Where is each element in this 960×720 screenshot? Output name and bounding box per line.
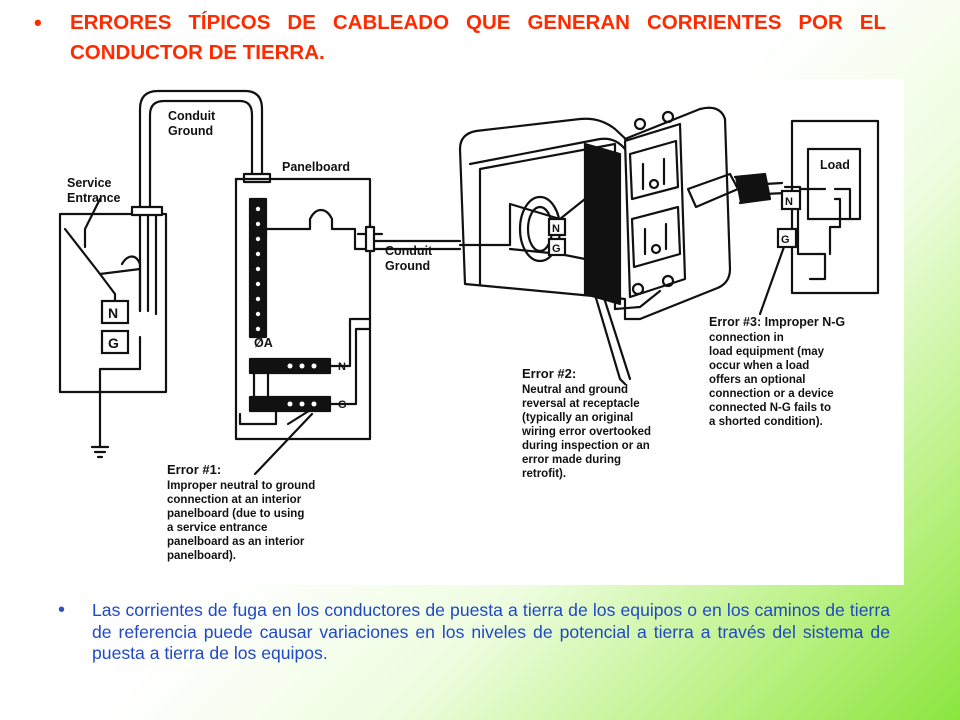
slide-title: ERRORES TÍPICOS DE CABLEADO QUE GENERAN …: [70, 11, 886, 64]
load-box: [806, 147, 862, 221]
label-conduit-ground-mid: Conduit Ground: [385, 244, 436, 273]
label-phase-a: ØA: [254, 336, 273, 350]
label-load-g: G: [781, 234, 790, 246]
label-load-n: N: [785, 196, 793, 208]
error2-text: Error #2: Neutral and ground reversal at…: [521, 366, 654, 480]
label-load: Load: [820, 158, 850, 172]
error1-text: Error #1: Improper neutral to ground con…: [167, 462, 318, 562]
body-paragraph: Las corrientes de fuga en los conductore…: [92, 600, 890, 663]
label-panelboard: Panelboard: [282, 160, 350, 174]
body-bullet: •: [58, 599, 66, 621]
label-ground-bar: G: [338, 399, 347, 411]
wiring-diagram: Conduit Ground Service Entrance Panelboa…: [40, 79, 904, 585]
label-service-entrance: Service Entrance: [67, 176, 121, 205]
label-conduit-ground-top: Conduit Ground: [168, 109, 219, 138]
panelboard-box: [234, 177, 372, 441]
load-equipment-box: [790, 119, 880, 295]
receptacle-box-edge: [458, 147, 642, 321]
title-block: • ERRORES TÍPICOS DE CABLEADO QUE GENERA…: [34, 8, 886, 68]
label-receptacle-n: N: [552, 223, 560, 235]
label-receptacle-g: G: [552, 243, 561, 255]
label-neutral-bar: N: [338, 361, 346, 373]
wiring-diagram-svg: Conduit Ground Service Entrance Panelboa…: [58, 89, 880, 562]
title-bullet: •: [34, 10, 42, 35]
body-block: • Las corrientes de fuga en los conducto…: [58, 600, 890, 665]
service-entrance-box: [58, 212, 168, 394]
error3-text: Error #3: Improper N-G connection in loa…: [709, 315, 848, 428]
label-service-n: N: [108, 305, 118, 321]
label-service-g: G: [108, 335, 119, 351]
